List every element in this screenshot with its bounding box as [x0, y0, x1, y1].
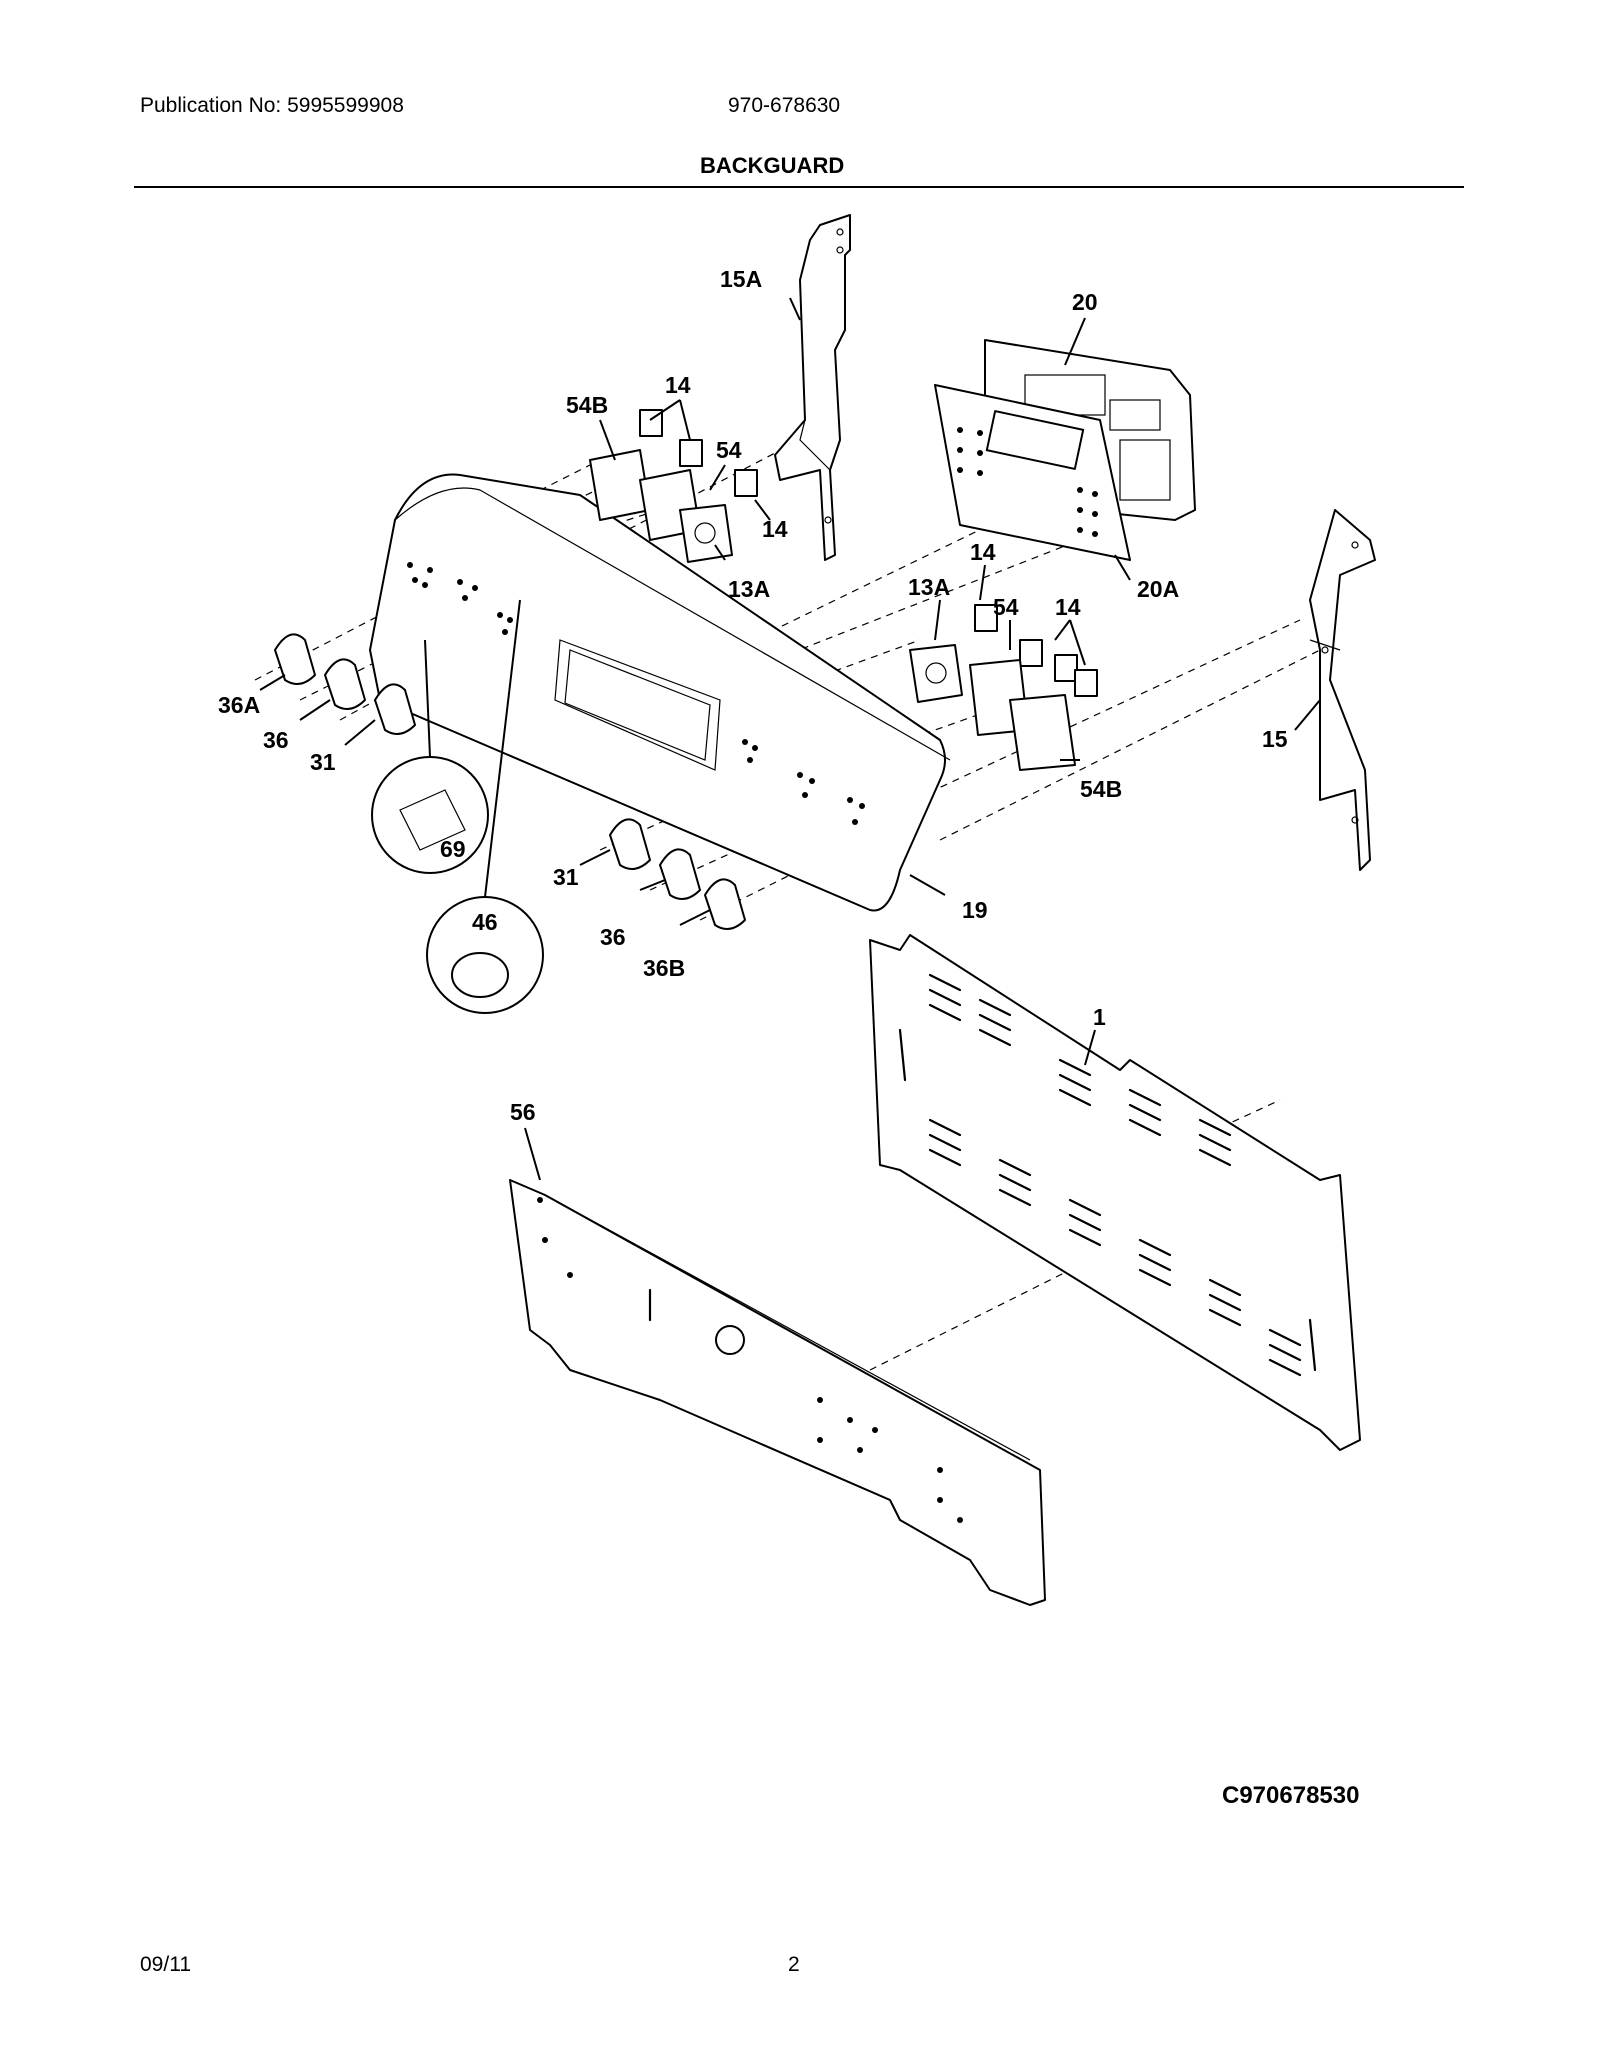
knob-36-bottom	[659, 848, 701, 900]
switch-14-c	[734, 469, 758, 497]
infinite-switch-54b-right	[1009, 694, 1076, 771]
callout-20: 20	[1072, 289, 1098, 315]
knob-36b	[704, 878, 746, 930]
callout-31-bottom: 31	[553, 864, 579, 890]
infinite-switch-13a-top	[679, 504, 733, 563]
switch-14-b	[679, 439, 703, 467]
callout-14-right: 14	[970, 539, 996, 565]
knob-31-left	[374, 683, 416, 735]
callout-13a-right: 13A	[908, 574, 950, 600]
callout-1: 1	[1093, 1004, 1106, 1030]
knobs-group	[274, 633, 746, 930]
infinite-switch-13a-right	[909, 644, 963, 703]
diagram-code: C970678530	[1222, 1782, 1360, 1809]
switch-14-e	[1019, 639, 1043, 667]
lower-backguard-panel	[509, 1179, 1046, 1606]
callout-46: 46	[472, 909, 498, 935]
callout-36b: 36B	[643, 955, 685, 981]
switch-14-f	[1054, 654, 1078, 682]
leader-lines	[259, 297, 1321, 1181]
callout-69: 69	[440, 836, 466, 862]
callout-15: 15	[1262, 726, 1288, 752]
callout-20a: 20A	[1137, 576, 1179, 602]
control-overlay	[934, 384, 1131, 561]
knob-36a	[274, 633, 316, 685]
callout-54-top: 54	[716, 437, 742, 463]
knob-31-bottom	[609, 818, 651, 870]
callout-36a: 36A	[218, 692, 260, 718]
page-number: 2	[788, 1953, 800, 1976]
page-title: BACKGUARD	[700, 153, 845, 178]
detail-screw	[371, 756, 489, 874]
model-number: 970-678630	[728, 94, 841, 117]
callout-36-bottom: 36	[600, 924, 626, 950]
callout-31-left: 31	[310, 749, 336, 775]
callout-15a: 15A	[720, 266, 762, 292]
rear-cover-panel	[869, 934, 1361, 1451]
callout-36-left: 36	[263, 727, 289, 753]
detail-plug	[426, 896, 544, 1014]
callout-56: 56	[510, 1099, 536, 1125]
callout-13a-top: 13A	[728, 576, 770, 602]
callout-54-right: 54	[993, 594, 1019, 620]
publication-number: Publication No: 5995599908	[140, 94, 404, 117]
callout-14-right2: 14	[1055, 594, 1081, 620]
knob-36-left	[324, 658, 366, 710]
switch-14-d	[974, 604, 998, 632]
callout-14-top: 14	[665, 372, 691, 398]
callout-14-mid: 14	[762, 516, 788, 542]
title-rule	[134, 186, 1464, 188]
backguard-panel	[369, 473, 951, 912]
revision-date: 09/11	[140, 1953, 191, 1976]
switches-group	[589, 409, 1098, 771]
callout-labels: 15A 20 54B 14 54 14 13A 20A 14 13A 54 14…	[218, 266, 1288, 1125]
switch-14-g	[1074, 669, 1098, 697]
side-bracket-right	[1309, 509, 1376, 871]
callout-54b-top: 54B	[566, 392, 608, 418]
callout-54b-right: 54B	[1080, 776, 1122, 802]
side-bracket-left	[774, 214, 851, 561]
callout-19: 19	[962, 897, 988, 923]
